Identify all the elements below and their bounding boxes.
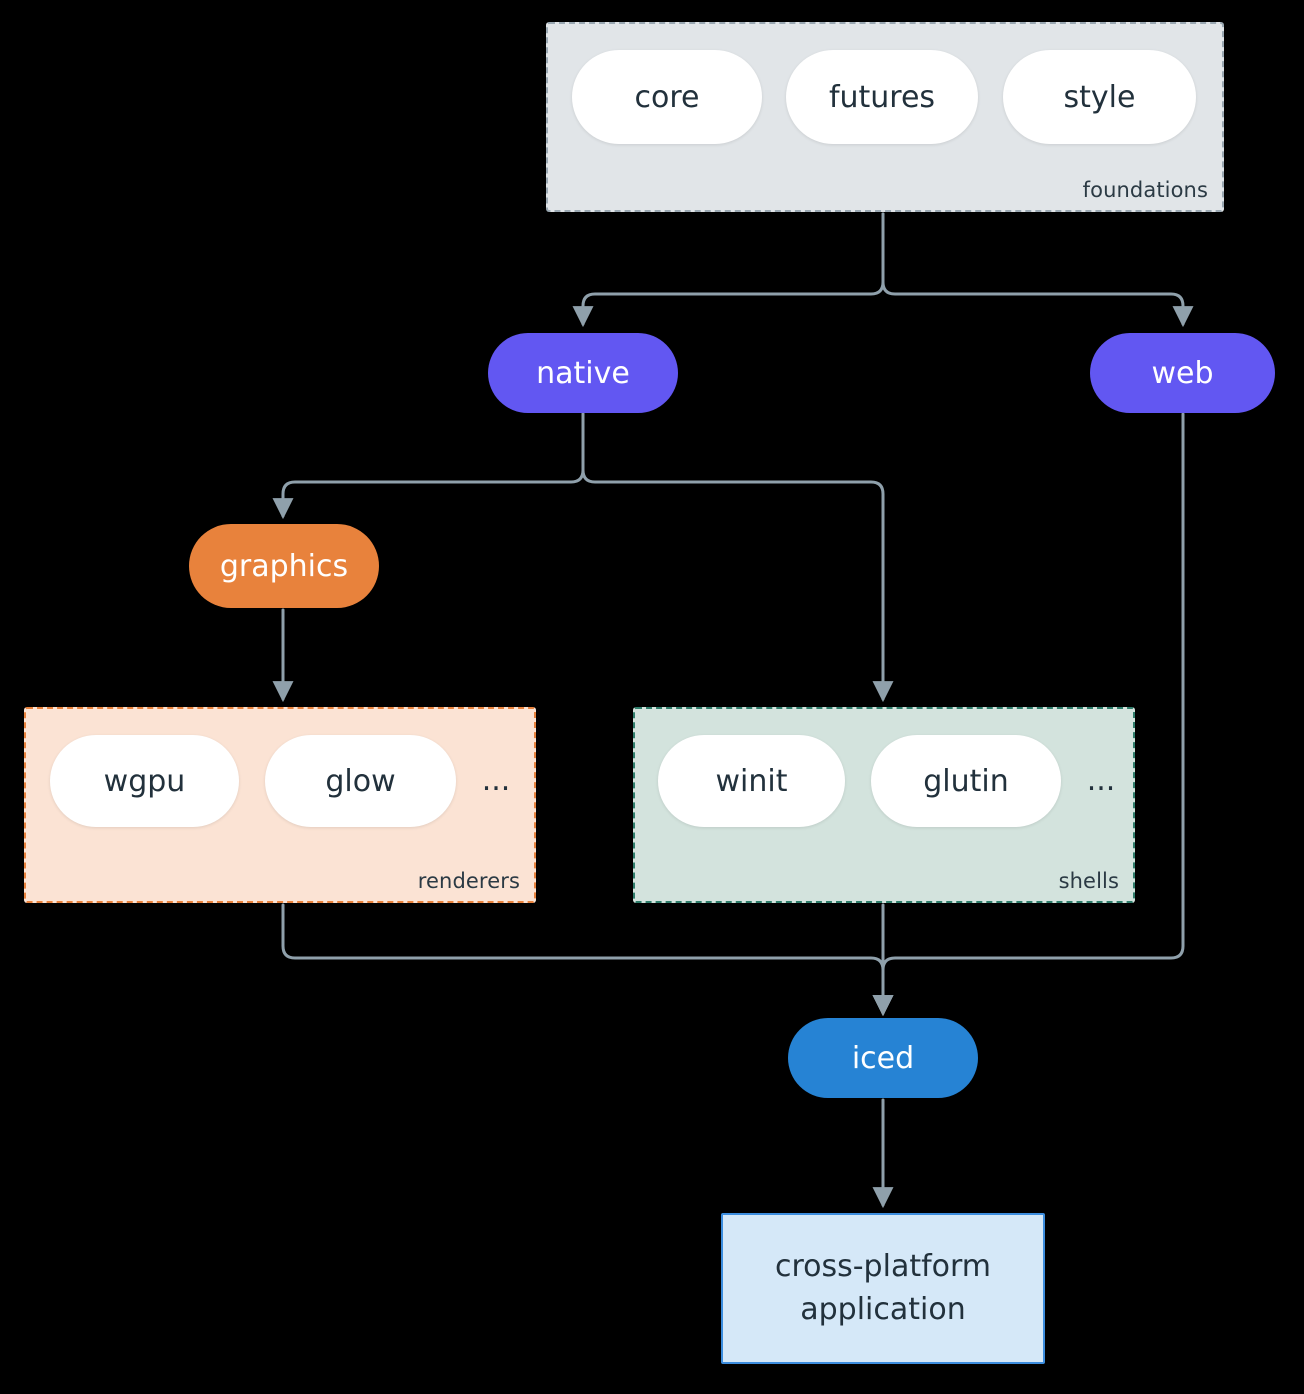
leaf-core[interactable]: core bbox=[572, 50, 762, 144]
node-iced[interactable]: iced bbox=[788, 1018, 978, 1098]
cluster-renderers-label: renderers bbox=[417, 869, 520, 893]
node-cross-platform-application[interactable]: cross-platform application bbox=[721, 1213, 1045, 1364]
leaf-wgpu[interactable]: wgpu bbox=[50, 735, 239, 827]
edge-native-graphics bbox=[272, 412, 585, 520]
node-graphics[interactable]: graphics bbox=[189, 524, 379, 608]
node-web[interactable]: web bbox=[1090, 333, 1275, 413]
edge-foundations-native bbox=[572, 212, 885, 328]
leaf-style[interactable]: style bbox=[1003, 50, 1196, 144]
node-native[interactable]: native bbox=[488, 333, 678, 413]
cluster-shells-label: shells bbox=[1058, 869, 1119, 893]
application-line-1: cross-platform bbox=[774, 1248, 992, 1284]
leaf-winit[interactable]: winit bbox=[658, 735, 845, 827]
edge-foundations-web bbox=[881, 212, 1194, 328]
cluster-foundations-label: foundations bbox=[1082, 178, 1208, 202]
application-line-2: application bbox=[800, 1291, 966, 1327]
renderers-more-ellipsis: ... bbox=[481, 763, 511, 798]
edge-native-shells bbox=[581, 412, 894, 703]
leaf-glow[interactable]: glow bbox=[265, 735, 456, 827]
edge-renderers-iced bbox=[281, 903, 894, 1017]
leaf-glutin[interactable]: glutin bbox=[871, 735, 1061, 827]
shells-more-ellipsis: ... bbox=[1086, 763, 1116, 798]
leaf-futures[interactable]: futures bbox=[786, 50, 978, 144]
